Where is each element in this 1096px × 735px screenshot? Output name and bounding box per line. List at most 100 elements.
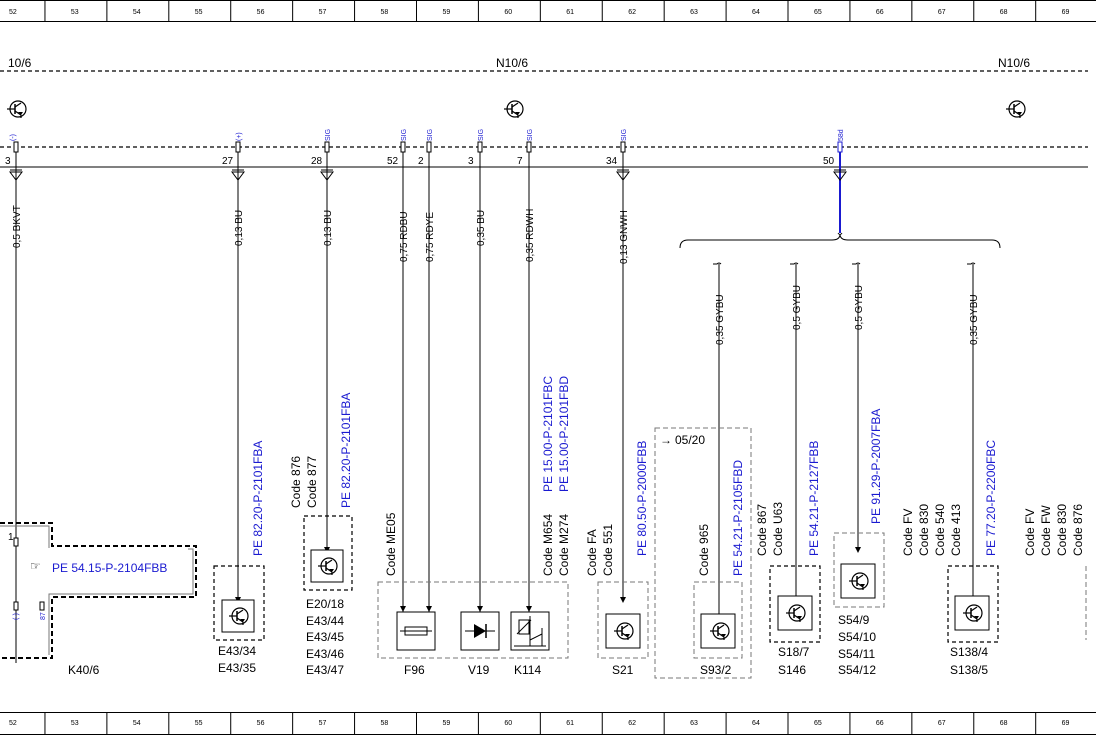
ruler-top-label-60: 60 (504, 9, 512, 16)
ruler-top-label-55: 55 (195, 9, 203, 16)
arrow-right-icon: → (660, 433, 672, 447)
pin-50: 58d 50 (823, 129, 847, 235)
svg-text:S138/5: S138/5 (950, 663, 988, 677)
svg-text:S18/7: S18/7 (778, 645, 810, 659)
branch-wire-1: 0,35 GYBU (713, 262, 726, 623)
ref-s138[interactable]: PE 77.20-P-2200FBC (984, 440, 998, 556)
ruler-top-label-68: 68 (1000, 9, 1008, 16)
svg-text:SIG: SIG (478, 129, 485, 141)
branch-bracket (679, 233, 1001, 249)
code-e20-1: Code 876 (289, 456, 303, 508)
ruler-bottom-label-61: 61 (566, 720, 574, 727)
ruler-bottom-label-67: 67 (938, 720, 946, 727)
svg-text:SIG: SIG (527, 129, 534, 141)
svg-text:0,5 GYBU: 0,5 GYBU (854, 285, 865, 330)
svg-text:S54/10: S54/10 (838, 630, 876, 644)
ruler-bottom-label-60: 60 (504, 720, 512, 727)
harness-left-label: 10/6 (8, 56, 32, 70)
component-s138: S138/4 S138/5 (947, 565, 999, 677)
code-s138-1: Code FV (901, 509, 915, 556)
harness-center-label: N10/6 (496, 56, 528, 70)
svg-text:3: 3 (468, 156, 474, 167)
pin-2: SIG 2 0,75 RDYE (418, 129, 436, 612)
svg-text:S54/12: S54/12 (838, 663, 876, 677)
ruler-top-label-65: 65 (814, 9, 822, 16)
code-k114-2: Code M274 (557, 514, 571, 576)
relay-icon (514, 616, 546, 647)
ref-s18[interactable]: PE 54.21-P-2127FBB (807, 441, 821, 556)
component-k40: ☞ PE 54.15-P-2104FBB 1 (-) 87 K40/6 (0, 522, 197, 677)
svg-text:0,5 BKVT: 0,5 BKVT (12, 205, 23, 248)
code-right-3: Code 830 (1055, 504, 1069, 556)
ruler-bottom-label-66: 66 (876, 720, 884, 727)
harness-top: 10/6 N10/6 N10/6 (0, 56, 1088, 119)
ruler-top-label-57: 57 (319, 9, 327, 16)
code-s93: Code 965 (697, 524, 711, 576)
ruler-top-label-67: 67 (938, 9, 946, 16)
svg-text:S54/11: S54/11 (838, 647, 875, 661)
ruler-bottom-label-53: 53 (71, 720, 79, 727)
svg-text:E43/47: E43/47 (306, 663, 344, 677)
ruler-bottom-label-64: 64 (752, 720, 760, 727)
svg-text:S21: S21 (612, 663, 634, 677)
svg-text:0,5 GYBU: 0,5 GYBU (792, 285, 803, 330)
pin-34: SIG 34 0,13 GNWH (606, 129, 630, 603)
ruler-top-label-69: 69 (1062, 9, 1070, 16)
component-s54: S54/9 S54/10 S54/11 S54/12 (833, 532, 885, 677)
ref-k114-a[interactable]: PE 15.00-P-2101FBC (541, 376, 555, 492)
svg-text:E43/35: E43/35 (218, 661, 256, 675)
svg-text:S138/4: S138/4 (950, 645, 988, 659)
svg-text:E43/45: E43/45 (306, 630, 344, 644)
ruler-bottom-label-57: 57 (319, 720, 327, 727)
ref-note: 05/20 (675, 433, 705, 447)
ref-s54[interactable]: PE 91.29-P-2007FBA (869, 409, 883, 524)
ref-s93[interactable]: PE 54.21-P-2105FBD (731, 460, 745, 576)
svg-text:SIG: SIG (401, 129, 408, 141)
code-me05: Code ME05 (384, 512, 398, 576)
ruler-top-label-61: 61 (566, 9, 574, 16)
ruler-bottom-label-68: 68 (1000, 720, 1008, 727)
component-group-f96-v19-k114: F96 V19 K114 (377, 581, 569, 677)
svg-text:S54/9: S54/9 (838, 613, 870, 627)
component-s18: S18/7 S146 (769, 565, 821, 677)
ref-k40[interactable]: PE 54.15-P-2104FBB (52, 561, 167, 575)
code-right-2: Code FW (1039, 505, 1053, 556)
ruler-bottom-label-52: 52 (9, 720, 17, 727)
ref-k114-b[interactable]: PE 15.00-P-2101FBD (557, 376, 571, 492)
svg-text:0,35 GYBU: 0,35 GYBU (969, 294, 980, 345)
component-s21: S21 (597, 581, 649, 677)
svg-text:S146: S146 (778, 663, 806, 677)
branch-wire-4: 0,35 GYBU (967, 262, 980, 603)
ruler-top-label-64: 64 (752, 9, 760, 16)
svg-text:0,13 GNWH: 0,13 GNWH (619, 210, 630, 264)
pin-3b: SIG 3 0,35 BU (468, 129, 487, 612)
pin-28: SIG 28 0,13 BU (311, 129, 334, 553)
ruler-bottom-label-58: 58 (381, 720, 389, 727)
svg-text:1: 1 (8, 532, 14, 543)
ref-s21[interactable]: PE 80.50-P-2000FBB (635, 441, 649, 556)
code-s18-2: Code U63 (771, 502, 785, 556)
ruler-top-label-62: 62 (628, 9, 636, 16)
svg-text:7: 7 (517, 156, 523, 167)
ruler-bottom-label-62: 62 (628, 720, 636, 727)
ref-e43[interactable]: PE 82.20-P-2101FBA (251, 441, 265, 556)
pin-7: SIG 7 0,35 RDWH (517, 129, 536, 612)
ruler-bottom-label-63: 63 (690, 720, 698, 727)
svg-text:0,75 RDBU: 0,75 RDBU (399, 211, 410, 262)
ruler-bottom-label-65: 65 (814, 720, 822, 727)
ruler-top-label-54: 54 (133, 9, 141, 16)
ruler-top-label-56: 56 (257, 9, 265, 16)
svg-text:E43/44: E43/44 (306, 614, 344, 628)
svg-text:0,35 RDWH: 0,35 RDWH (525, 209, 536, 262)
ruler-bottom-label-55: 55 (195, 720, 203, 727)
svg-text:0,35 GYBU: 0,35 GYBU (715, 294, 726, 345)
svg-text:(-): (-) (10, 134, 17, 141)
component-e20: E20/18 E43/44 E43/45 E43/46 E43/47 (303, 515, 353, 677)
code-k114-1: Code M654 (541, 514, 555, 576)
code-s21-1: Code FA (585, 529, 599, 576)
code-s138-4: Code 413 (949, 504, 963, 556)
ref-e20[interactable]: PE 82.20-P-2101FBA (339, 393, 353, 508)
svg-text:E43/46: E43/46 (306, 647, 344, 661)
svg-text:(-): (-) (13, 613, 20, 620)
